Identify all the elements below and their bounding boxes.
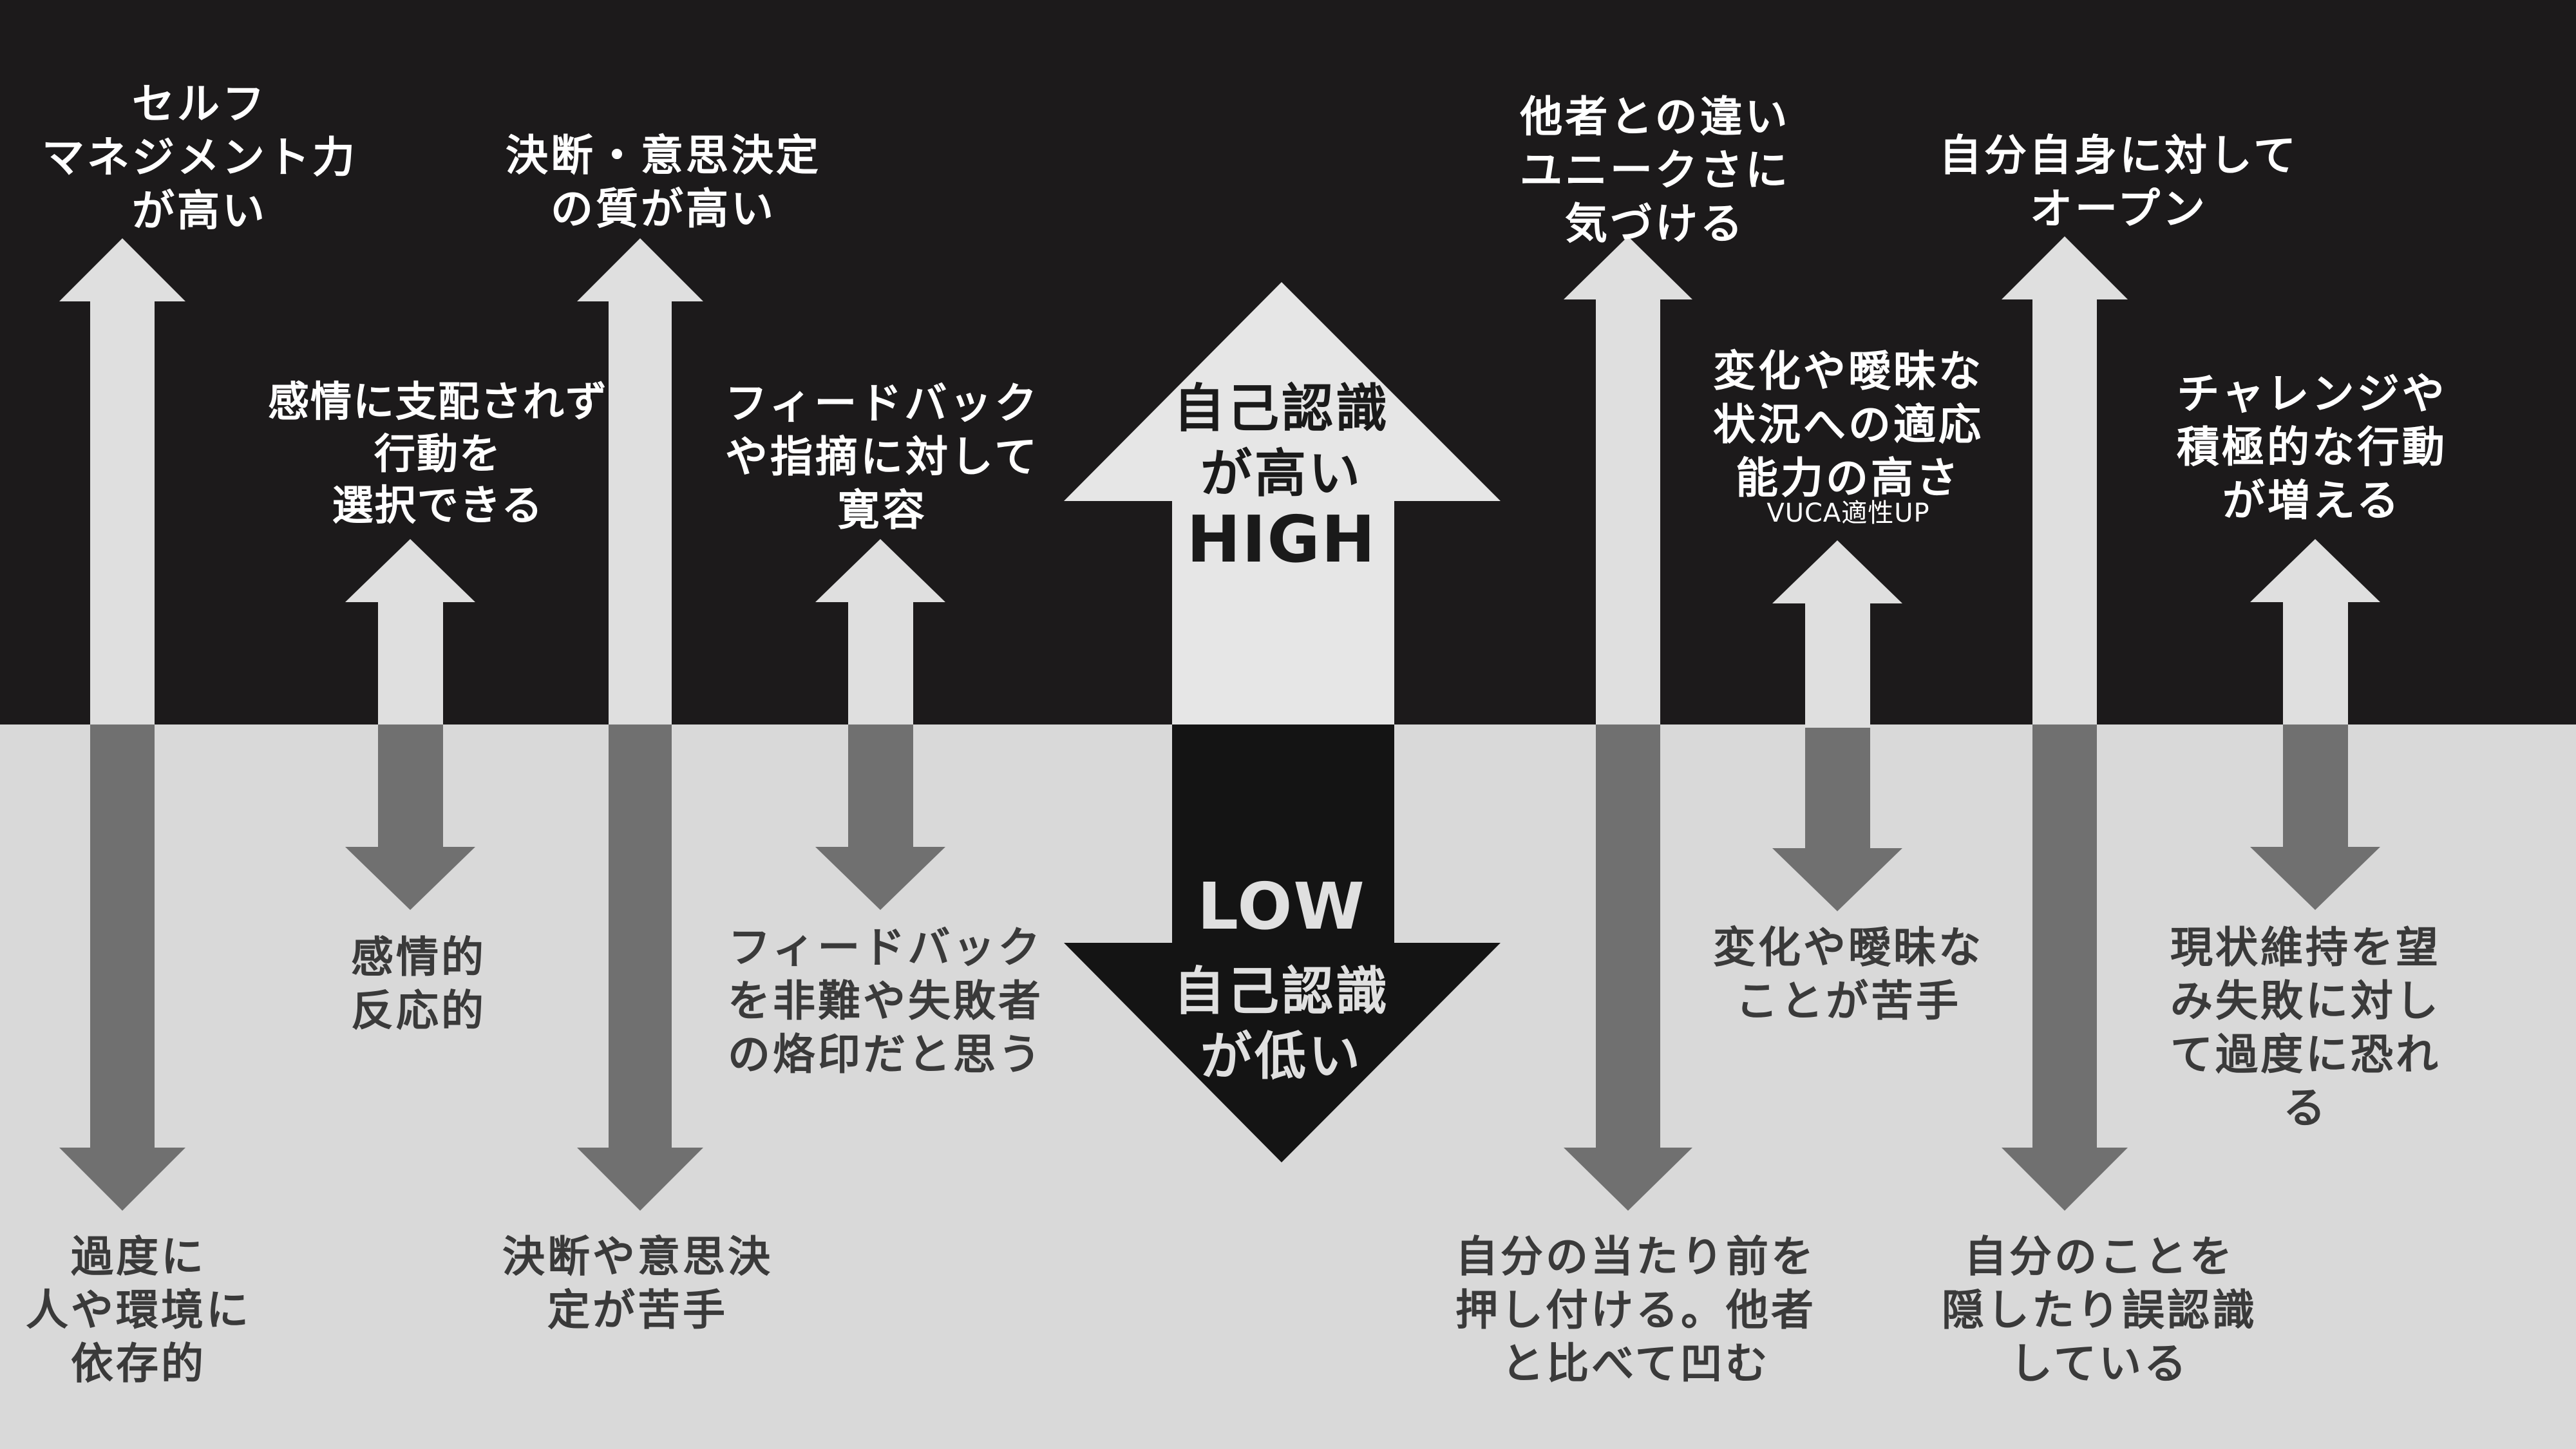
sub-label-adaptability: VUCA適性UP xyxy=(1766,498,1930,528)
arrow-up-challenge xyxy=(2250,539,2380,724)
bottom-label-uniqueness: 自分の当たり前を 押し付ける。他者 と比べて凹む xyxy=(1455,1232,1816,1389)
arrow-down-adaptability xyxy=(1772,728,1902,911)
arrow-up-uniqueness xyxy=(1564,236,1692,724)
arrow-up-adaptability xyxy=(1772,540,1902,728)
bottom-label-feedback: フィードバック を非難や失敗者 の烙印だと思う xyxy=(728,923,1043,1080)
bottom-label-emotion: 感情的 反応的 xyxy=(351,933,486,1036)
top-label-emotion: 感情に支配されず 行動を 選択できる xyxy=(268,379,608,531)
top-label-uniqueness: 他者との違い ユニークさに 気づける xyxy=(1520,92,1790,249)
arrow-down-feedback xyxy=(815,724,945,910)
center-down-arrow xyxy=(1064,724,1501,1162)
arrow-up-self-management xyxy=(59,238,185,724)
center-high-text: 自己認識 が高い xyxy=(1173,379,1390,504)
arrow-down-emotion xyxy=(345,724,475,910)
arrow-down-decision xyxy=(577,724,703,1211)
arrow-down-openness xyxy=(2002,724,2128,1211)
center-low-text: 自己認識 が低い xyxy=(1173,961,1390,1086)
arrow-down-self-management xyxy=(59,724,185,1211)
top-label-openness: 自分自身に対して オープン xyxy=(1938,131,2299,234)
top-label-self-management: セルフ マネジメント力 が高い xyxy=(42,79,357,236)
center-low-word: LOW xyxy=(1197,869,1366,944)
top-label-decision: 決断・意思決定 の質が高い xyxy=(506,131,821,234)
arrow-up-decision xyxy=(577,238,703,724)
arrow-down-challenge xyxy=(2250,724,2380,910)
center-high-word: HIGH xyxy=(1186,502,1377,577)
bottom-label-openness: 自分のことを 隠したり誤認識 している xyxy=(1942,1232,2257,1389)
center-up-arrow xyxy=(1064,282,1501,724)
top-label-adaptability: 変化や曖昧な 状況への適応 能力の高さ xyxy=(1713,346,1984,504)
arrow-down-uniqueness xyxy=(1564,724,1692,1211)
bottom-label-decision: 決断や意思決 定が苦手 xyxy=(502,1232,773,1336)
top-label-challenge: チャレンジや 積極的な行動 が増える xyxy=(2177,369,2447,526)
arrow-up-emotion xyxy=(345,539,475,724)
bottom-label-challenge: 現状維持を望 み失敗に対し て過度に恐れ る xyxy=(2170,923,2441,1133)
top-label-feedback: フィードバック や指摘に対して 寛容 xyxy=(724,379,1040,536)
bottom-label-self-management: 過度に 人や環境に 依存的 xyxy=(26,1232,251,1389)
arrow-up-feedback xyxy=(815,539,945,724)
bottom-label-adaptability: 変化や曖昧な ことが苦手 xyxy=(1713,923,1984,1027)
arrow-up-openness xyxy=(2002,236,2128,724)
